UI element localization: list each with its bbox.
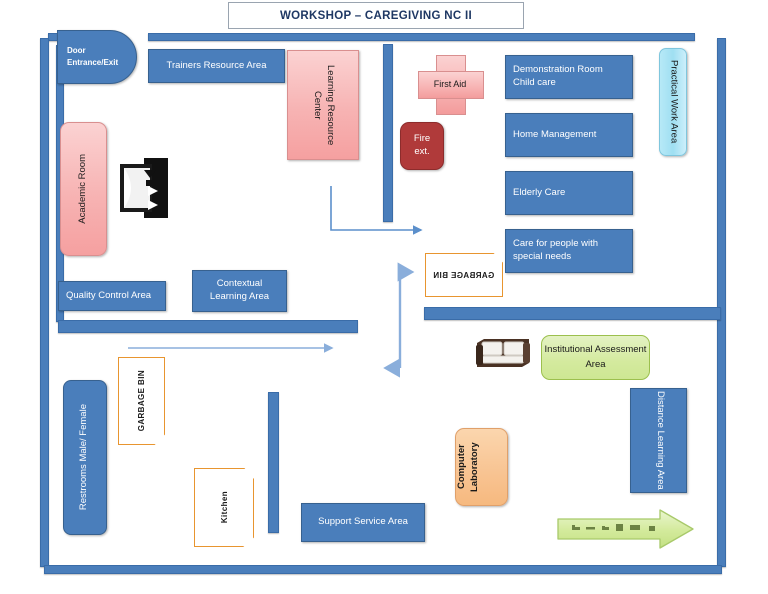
page-title-text: WORKSHOP – CAREGIVING NC II: [280, 9, 472, 22]
fire-extinguisher-station[interactable]: Fire ext.: [400, 122, 444, 170]
room-label: Contextual Learning Area: [209, 278, 270, 302]
room-label: Learning Resource Center: [312, 64, 336, 146]
wall-right-outer: [717, 38, 726, 567]
room-label: Support Service Area: [318, 516, 408, 528]
room-label: Trainers Resource Area: [166, 59, 267, 71]
first-aid-cross-horizontal: [418, 71, 484, 99]
room-learning-resource-center[interactable]: Learning Resource Center: [287, 50, 359, 160]
room-label: Computer Laboratory: [456, 442, 480, 492]
room-kitchen[interactable]: Kitchen: [194, 468, 254, 547]
room-elderly-care[interactable]: Elderly Care: [505, 171, 633, 215]
room-demonstration-child-care[interactable]: Demonstration Room Child care: [505, 55, 633, 99]
fire-ext-label-line2: ext.: [414, 146, 430, 157]
page-title: WORKSHOP – CAREGIVING NC II: [228, 2, 524, 29]
door-entrance-exit[interactable]: Door Entrance/Exit: [57, 30, 137, 84]
room-label: Home Management: [513, 128, 597, 140]
wall-bottom: [44, 565, 722, 574]
room-home-management[interactable]: Home Management: [505, 113, 633, 157]
area-label: Institutional Assessment Area: [544, 344, 647, 370]
door-label-line1: Door: [67, 45, 86, 55]
room-computer-laboratory[interactable]: Computer Laboratory: [455, 428, 508, 506]
wall-horizontal-mid-right: [424, 307, 721, 320]
room-label: Care for people with special needs: [513, 238, 599, 262]
door-label-line2: Entrance/Exit: [67, 58, 119, 67]
room-contextual-learning-area[interactable]: Contextual Learning Area: [192, 270, 287, 312]
wall-vertical-center-top: [383, 44, 393, 222]
room-distance-learning-area[interactable]: Distance Learning Area: [630, 388, 687, 493]
wall-horizontal-mid-left: [58, 320, 358, 333]
exit-direction-arrow-icon: [556, 508, 695, 550]
room-practical-work-area[interactable]: Practical Work Area: [659, 48, 687, 156]
sofa-icon: [474, 333, 532, 371]
arrow-path-center: [330, 186, 423, 235]
room-academic-room[interactable]: Academic Room: [60, 122, 107, 256]
wall-vertical-lower-center: [268, 392, 279, 533]
room-label: Academic Room: [77, 154, 89, 224]
area-institutional-assessment[interactable]: Institutional Assessment Area: [541, 335, 650, 380]
room-label: Elderly Care: [513, 186, 566, 198]
fire-ext-label-line1: Fire: [413, 133, 431, 145]
room-label: Restrooms Male/ Female: [77, 404, 89, 511]
room-restrooms[interactable]: Restrooms Male/ Female: [63, 380, 107, 535]
room-label: Demonstration Room Child care: [513, 64, 603, 88]
room-label: Distance Learning Area: [654, 391, 666, 490]
first-aid-label: First Aid: [433, 79, 467, 89]
garbage-bin-label: GARBAGE BIN: [433, 270, 495, 280]
room-care-special-needs[interactable]: Care for people with special needs: [505, 229, 633, 273]
garbage-bin-upper[interactable]: GARBAGE BIN: [425, 253, 503, 297]
room-label: Practical Work Area: [668, 60, 680, 144]
room-label: Kitchen: [219, 491, 229, 524]
wall-top-main: [148, 33, 695, 41]
room-trainers-resource-area[interactable]: Trainers Resource Area: [148, 49, 285, 83]
garbage-bin-lower[interactable]: GARBAGE BIN: [118, 357, 165, 445]
garbage-bin-label: GARBAGE BIN: [137, 370, 146, 432]
presentation-board-icon: [118, 156, 170, 220]
room-quality-control-area[interactable]: Quality Control Area: [58, 281, 166, 311]
room-label: Quality Control Area: [66, 289, 152, 301]
wall-left-outer: [40, 38, 49, 567]
room-support-service-area[interactable]: Support Service Area: [301, 503, 425, 542]
first-aid-station[interactable]: First Aid: [418, 55, 484, 115]
